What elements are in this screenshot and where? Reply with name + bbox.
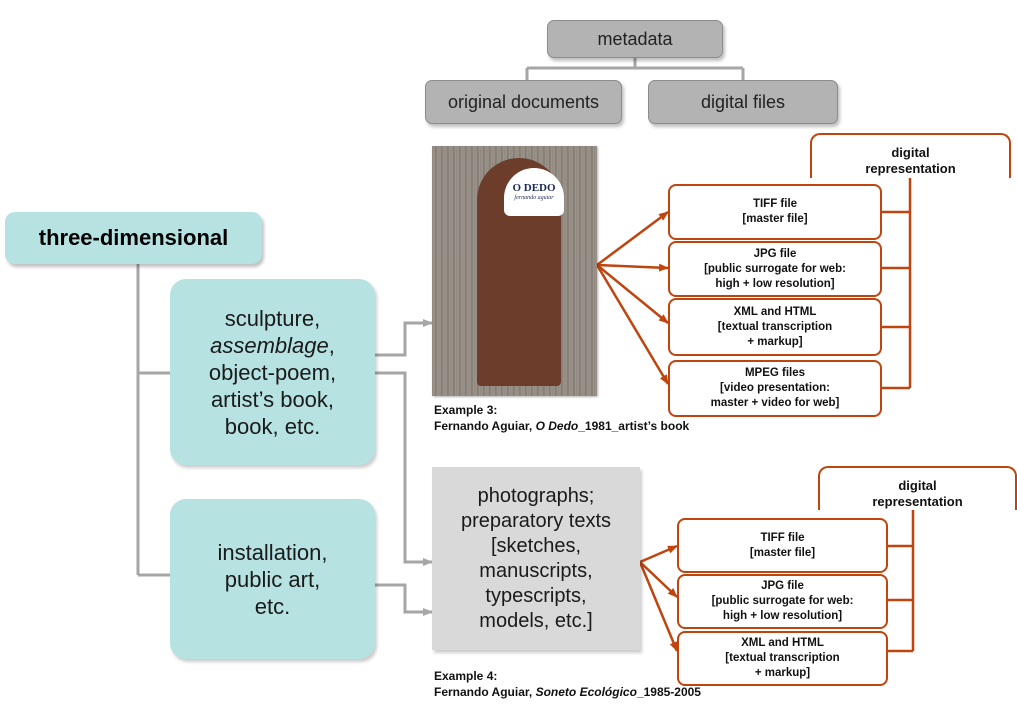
- digital-bracket-2: [888, 510, 915, 653]
- assemblage-text: assemblage: [210, 332, 329, 358]
- sculpture-line-1: sculpture,: [224, 305, 321, 331]
- jpg-1-desc: [public surrogate for web:: [704, 262, 846, 275]
- mpeg-1-desc2: master + video for web]: [710, 397, 840, 409]
- sculpture-line-3: object-poem,: [208, 359, 337, 385]
- example4-caption-prefix: Fernando Aguiar,: [434, 685, 536, 699]
- jpg-2-desc2: high + low resolution]: [722, 610, 843, 622]
- bookmark-title: O DEDO: [512, 182, 556, 194]
- mpeg-1-desc: [video presentation:: [720, 382, 830, 394]
- xml-file-box-2: XML and HTML [textual transcription + ma…: [677, 631, 888, 686]
- jpg-2-title: JPG file: [761, 580, 804, 592]
- example4-caption-suffix: _1985-2005: [636, 685, 701, 699]
- xml-1-title: XML and HTML: [733, 305, 817, 318]
- mpeg-file-box-1: MPEG files [video presentation: master +…: [668, 360, 882, 417]
- xml-2-desc: [textual transcription: [725, 652, 840, 664]
- digital-header-2-line2: representation: [872, 494, 963, 509]
- bookmark-author: fernando aguiar: [514, 195, 554, 201]
- xml-2-title: XML and HTML: [741, 637, 824, 649]
- digital-bracket-1: [882, 178, 912, 390]
- jpg-1-desc2: high + low resolution]: [715, 277, 835, 290]
- tiff-file-box-2: TIFF file [master file]: [677, 518, 888, 573]
- example4-line-6: models, etc.]: [479, 609, 593, 632]
- example3-caption-title: O Dedo: [535, 419, 579, 433]
- example4-box: photographs; preparatory texts [sketches…: [432, 467, 640, 650]
- jpg-2-desc: [public surrogate for web:: [711, 595, 854, 607]
- sculpture-line-2: assemblage,: [209, 332, 336, 359]
- example4-caption-title: Soneto Ecológico: [535, 685, 637, 699]
- category-box: three-dimensional: [5, 212, 262, 264]
- metadata-box: metadata: [547, 20, 723, 58]
- example-arrows: [375, 319, 433, 616]
- installation-box: installation, public art, etc.: [170, 499, 375, 659]
- bookmark-label: O DEDO fernando aguiar: [504, 168, 564, 216]
- xml-1-desc2: + markup]: [747, 335, 803, 348]
- digital-files-label: digital files: [700, 91, 786, 112]
- example4-line-3: [sketches,: [490, 534, 582, 557]
- xml-1-desc: [textual transcription: [717, 320, 833, 333]
- example3-photo: O DEDO fernando aguiar: [432, 146, 597, 396]
- xml-file-box-1: XML and HTML [textual transcription + ma…: [668, 298, 882, 356]
- installation-line-3: etc.: [254, 593, 291, 619]
- digital-files-box: digital files: [648, 80, 838, 124]
- jpg-1-title: JPG file: [753, 247, 797, 260]
- mpeg-1-title: MPEG files: [744, 367, 806, 379]
- digital-fan-arrows-1: [595, 210, 670, 385]
- original-documents-label: original documents: [447, 91, 600, 112]
- sculpture-line-5: book, etc.: [224, 413, 321, 439]
- digital-representation-header-1: digital representation: [810, 133, 1011, 178]
- digital-header-1-line1: digital: [891, 145, 930, 160]
- digital-fan-arrows-2: [638, 544, 679, 652]
- example4-line-4: manuscripts,: [479, 559, 593, 582]
- example3-caption: Example 3: Fernando Aguiar, O Dedo_1981_…: [434, 402, 814, 434]
- example4-line-1: photographs;: [477, 484, 595, 507]
- example4-caption-line1: Example 4:: [434, 669, 498, 683]
- example4-caption-line2: Fernando Aguiar, Soneto Ecológico_1985-2…: [434, 684, 834, 700]
- digital-header-2-line1: digital: [898, 478, 937, 493]
- jpg-file-box-1: JPG file [public surrogate for web: high…: [668, 241, 882, 297]
- example3-caption-line2: Fernando Aguiar, O Dedo_1981_artist’s bo…: [434, 418, 814, 434]
- sculpture-line-4: artist’s book,: [210, 386, 335, 412]
- tiff-1-title: TIFF file: [752, 198, 798, 210]
- metadata-label: metadata: [597, 28, 673, 49]
- tiff-file-box-1: TIFF file [master file]: [668, 184, 882, 240]
- tiff-2-desc: [master file]: [749, 546, 816, 559]
- digital-header-1-line2: representation: [865, 161, 956, 176]
- jpg-file-box-2: JPG file [public surrogate for web: high…: [677, 574, 888, 629]
- metadata-tree-lines: [525, 58, 745, 80]
- example3-caption-prefix: Fernando Aguiar,: [434, 419, 536, 433]
- example4-line-2: preparatory texts: [460, 509, 612, 532]
- example4-caption: Example 4: Fernando Aguiar, Soneto Ecoló…: [434, 668, 834, 700]
- sculpture-box: sculpture, assemblage, object-poem, arti…: [170, 279, 375, 465]
- xml-2-desc2: + markup]: [754, 667, 811, 679]
- category-label: three-dimensional: [38, 225, 229, 250]
- installation-line-1: installation,: [217, 539, 328, 565]
- original-documents-box: original documents: [425, 80, 622, 124]
- assemblage-suffix: ,: [328, 332, 335, 358]
- example4-line-5: typescripts,: [485, 584, 587, 607]
- example3-caption-suffix: _1981_artist’s book: [578, 419, 690, 433]
- category-tree-lines: [136, 262, 170, 577]
- digital-representation-header-2: digital representation: [818, 466, 1017, 510]
- tiff-2-title: TIFF file: [760, 531, 805, 544]
- tiff-1-desc: [master file]: [742, 213, 808, 225]
- example3-caption-line1: Example 3:: [434, 403, 498, 417]
- installation-line-2: public art,: [224, 566, 321, 592]
